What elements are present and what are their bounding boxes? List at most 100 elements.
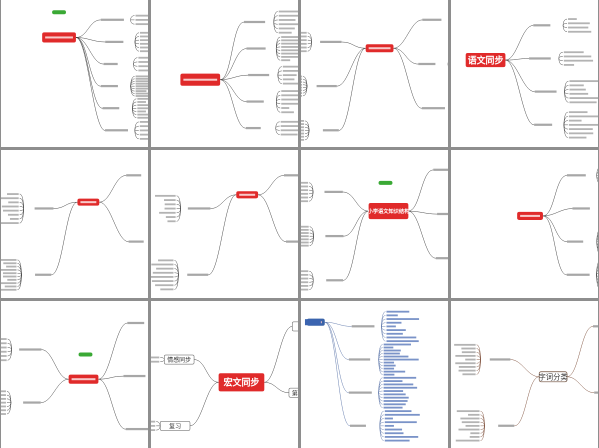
mindmap-thumbnail[interactable]	[301, 300, 448, 448]
green-tag-pill[interactable]	[378, 181, 393, 186]
mindmap-thumbnail[interactable]: 小学语文知识结构	[301, 150, 448, 298]
leaf-connector	[480, 421, 485, 426]
leaf-text-stub	[383, 343, 411, 346]
leaf-text-stub	[301, 81, 303, 83]
leaf-text-stub	[278, 14, 298, 17]
root-node[interactable]	[368, 203, 409, 220]
leaf-text-stub	[1, 408, 6, 411]
leaf-text-stub	[386, 321, 402, 324]
mindmap-thumbnail[interactable]	[1, 0, 148, 148]
leaf-connector	[160, 356, 165, 360]
leaf-text-stub	[137, 113, 148, 116]
branch-node[interactable]	[288, 387, 298, 398]
leaf-text-stub	[569, 84, 584, 87]
branch-text-stub	[566, 240, 584, 244]
leaf-connector	[309, 233, 314, 237]
branch-text-stub	[35, 273, 52, 277]
branch-connector	[75, 37, 106, 43]
mindmap-thumbnail[interactable]	[1, 150, 148, 298]
mindmap-thumbnail[interactable]	[1, 300, 148, 448]
branch-connector	[208, 194, 237, 276]
leaf-connector	[276, 101, 281, 113]
branch-connector	[98, 375, 124, 380]
leaf-text-stub	[383, 358, 419, 361]
leaf-text-stub	[383, 383, 414, 385]
leaf-text-stub	[383, 379, 403, 382]
leaf-connector	[134, 39, 139, 43]
leaf-connector	[130, 15, 135, 20]
leaf-text-stub	[384, 431, 404, 434]
leaf-text-stub	[301, 50, 307, 53]
root-node[interactable]	[218, 372, 265, 392]
green-tag-pill[interactable]	[78, 352, 93, 357]
leaf-connector	[378, 392, 383, 395]
leaf-text-stub	[384, 424, 394, 427]
leaf-connector	[19, 208, 24, 224]
leaf-text-stub	[383, 349, 401, 352]
leaf-connector	[156, 425, 161, 430]
leaf-text-stub	[301, 75, 303, 78]
branch-text-stub	[326, 279, 344, 282]
leaf-connector	[134, 41, 139, 45]
mindmap-thumbnail[interactable]	[151, 150, 298, 298]
mindmap-canvas	[180, 10, 298, 136]
leaf-text-stub	[301, 185, 309, 188]
leaf-connector	[176, 195, 181, 209]
leaf-connector	[7, 349, 12, 361]
leaf-connector	[132, 104, 137, 109]
leaf-connector	[562, 23, 568, 26]
leaf-connector	[378, 392, 383, 408]
leaf-connector	[480, 425, 485, 430]
leaf-connector	[381, 322, 386, 327]
branch-text-stub	[246, 100, 264, 103]
leaf-connector	[134, 130, 139, 140]
mindmap-thumbnail[interactable]	[451, 150, 598, 298]
leaf-connector	[379, 414, 384, 426]
leaf-connector	[476, 359, 481, 375]
leaf-text-stub	[278, 19, 296, 21]
branch-text-stub	[34, 207, 54, 210]
branch-text-stub	[187, 273, 209, 277]
branch-node[interactable]	[291, 321, 298, 331]
root-node[interactable]	[465, 53, 506, 68]
mindmap-thumbnail[interactable]: 三语篇情感同步第二课文复习宏文同步	[151, 300, 298, 448]
leaf-text-stub	[4, 285, 17, 288]
mindmap-thumbnail[interactable]: 字词分类	[451, 300, 598, 448]
root-node-label: 宏文同步	[224, 376, 260, 388]
leaf-text-stub	[301, 129, 305, 132]
branch-connector	[220, 48, 247, 80]
branch-connector	[341, 41, 366, 49]
leaf-text-stub	[383, 389, 404, 392]
mindmap-thumbnail[interactable]: 语文同步	[451, 0, 598, 148]
mindmap-thumbnail[interactable]	[301, 0, 448, 148]
leaf-text-stub	[135, 90, 147, 93]
leaf-connector	[564, 89, 569, 92]
leaf-text-stub	[1, 205, 19, 208]
leaf-connector	[309, 226, 314, 237]
branch-text-stub	[105, 40, 124, 43]
leaf-text-stub	[383, 406, 403, 409]
mindmap-thumbnail[interactable]	[151, 0, 298, 148]
leaf-text-stub	[165, 216, 176, 219]
leaf-connector	[379, 425, 384, 441]
leaf-text-stub	[569, 88, 586, 91]
leaf-connector	[305, 130, 310, 141]
leaf-text-stub	[384, 428, 403, 431]
leaf-connector	[562, 18, 568, 26]
leaf-text-stub	[301, 281, 309, 284]
leaf-connector	[133, 64, 138, 67]
branch-text-stub	[23, 401, 41, 404]
green-tag-pill[interactable]	[52, 10, 66, 15]
mindmap-canvas	[42, 10, 148, 140]
leaf-connector	[174, 275, 179, 290]
leaf-connector	[174, 275, 179, 278]
leaf-text-stub	[2, 272, 17, 275]
leaf-text-stub	[135, 14, 148, 17]
leaf-text-stub	[301, 138, 305, 141]
root-node[interactable]	[538, 371, 568, 382]
leaf-text-stub	[465, 358, 476, 361]
leaf-text-stub	[301, 135, 305, 138]
branch-text-stub	[103, 62, 118, 66]
leaf-text-stub	[383, 370, 406, 373]
leaf-text-stub	[386, 328, 406, 331]
